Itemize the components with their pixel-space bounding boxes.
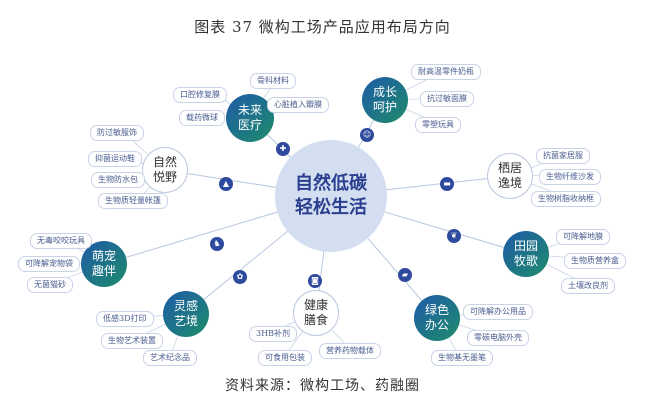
- item-pill: 可食用包装: [258, 350, 312, 366]
- hub-pets-line2: 趣伴: [91, 264, 116, 278]
- item-pill: 生物质营养盒: [564, 253, 626, 269]
- item-pill: 耐高温零件奶瓶: [411, 64, 481, 80]
- hub-habitat-line1: 栖居: [497, 161, 522, 175]
- hub-inspiration-line2: 艺境: [173, 314, 198, 328]
- item-pill: 抗菌家居服: [536, 148, 590, 164]
- hub-habitat: 栖居逸境: [487, 153, 533, 199]
- hub-green-office: 绿色办公: [414, 295, 460, 341]
- hub-inspiration-line1: 灵感: [173, 299, 198, 313]
- item-pill: 生物防水包: [91, 172, 145, 188]
- item-pill: 营养药物载体: [319, 343, 381, 359]
- tent-icon: ▲: [219, 177, 233, 191]
- hub-nature-joy-line1: 自然: [152, 155, 177, 169]
- center-theme: 自然低碳 轻松生活: [275, 140, 387, 252]
- baby-icon: ☺: [360, 128, 374, 142]
- item-pill: 载药微球: [179, 110, 225, 126]
- hub-pastoral: 田园牧歌: [503, 231, 549, 277]
- palette-icon: ✿: [233, 270, 247, 284]
- hub-inspiration: 灵感艺境: [163, 291, 209, 337]
- hub-nature-joy: 自然悦野: [142, 147, 188, 193]
- item-pill: 零塑玩具: [415, 117, 461, 133]
- hub-future-medical-line2: 医疗: [237, 118, 262, 132]
- hub-healthy-diet: 健康膳食: [293, 290, 339, 336]
- item-pill: 骨科材料: [250, 73, 296, 89]
- center-line-1: 自然低碳: [295, 173, 367, 194]
- hub-future-medical: 未来医疗: [226, 94, 274, 142]
- center-line-2: 轻松生活: [295, 197, 367, 218]
- item-pill: 防过敏服饰: [90, 125, 144, 141]
- medical-cross-icon: ✚: [276, 142, 290, 156]
- item-pill: 生物树脂收纳框: [531, 191, 601, 207]
- hub-pastoral-line2: 牧歌: [513, 254, 538, 268]
- item-pill: 可降解宠物袋: [18, 256, 80, 272]
- item-pill: 可降解办公用品: [463, 304, 533, 320]
- item-pill: 艺术纪念品: [143, 350, 197, 366]
- hub-green-office-line1: 绿色: [424, 303, 449, 317]
- item-pill: 心脏植入瓣膜: [267, 97, 329, 113]
- hub-growth: 成长呵护: [362, 77, 408, 123]
- item-pill: 口腔修复膜: [173, 87, 227, 103]
- item-pill: 无菌猫砂: [27, 277, 73, 293]
- truck-icon: ▰: [398, 268, 412, 282]
- hub-healthy-diet-line1: 健康: [303, 298, 328, 312]
- source-note: 资料来源：微构工场、药融圈: [225, 378, 420, 394]
- item-pill: 生物质轻量帐篷: [98, 193, 168, 209]
- hub-growth-line1: 成长: [372, 85, 397, 99]
- leaf-icon: ❦: [447, 229, 461, 243]
- item-pill: 零碳电脑外壳: [467, 330, 529, 346]
- hub-green-office-line2: 办公: [424, 318, 449, 332]
- hub-habitat-line2: 逸境: [497, 176, 522, 190]
- bed-icon: ▬: [440, 177, 454, 191]
- hub-growth-line2: 呵护: [372, 100, 397, 114]
- item-pill: 生物基无墨笔: [431, 350, 493, 366]
- dog-icon: ♞: [210, 237, 224, 251]
- item-pill: 抑菌运动鞋: [88, 151, 142, 167]
- item-pill: 生物纤维沙发: [539, 169, 601, 185]
- hub-healthy-diet-line2: 膳食: [303, 313, 328, 327]
- item-pill: 可降解地膜: [556, 229, 610, 245]
- cup-icon: ◙: [308, 274, 322, 288]
- item-pill: 抗过敏面膜: [420, 91, 474, 107]
- item-pill: 无毒咬咬玩具: [30, 233, 92, 249]
- item-pill: 土壤改良剂: [561, 278, 615, 294]
- item-pill: 低感3D打印: [96, 311, 154, 327]
- hub-pastoral-line1: 田园: [513, 239, 538, 253]
- figure-title: 图表 37 微构工场产品应用布局方向: [194, 18, 451, 36]
- item-pill: 生物艺术装置: [101, 333, 163, 349]
- item-pill: 3HB补剂: [249, 326, 297, 342]
- hub-nature-joy-line2: 悦野: [152, 170, 177, 184]
- hub-future-medical-line1: 未来: [237, 103, 262, 117]
- hub-pets-line1: 萌宠: [91, 249, 116, 263]
- hub-pets: 萌宠趣伴: [81, 241, 127, 287]
